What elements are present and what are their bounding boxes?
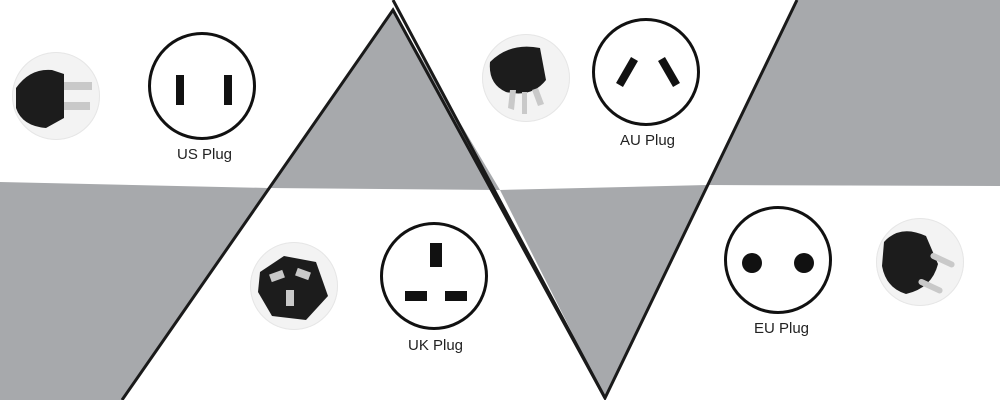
- grey-triangle-top-center: [268, 10, 500, 190]
- au-plug-photo-art: [489, 46, 546, 114]
- au-plug-photo: [482, 34, 570, 122]
- eu-plug-photo: [876, 218, 964, 306]
- eu-socket-icon: [724, 206, 832, 314]
- us-plug-photo-art: [16, 69, 92, 128]
- uk-plug-photo-art: [258, 256, 328, 320]
- divider-line-right: [391, 0, 799, 400]
- grey-band-middle: [500, 185, 707, 398]
- eu-plug-label: EU Plug: [754, 320, 810, 337]
- grey-band-left: [0, 182, 268, 400]
- divider-line-left: [120, 7, 607, 400]
- uk-plug-label: UK Plug: [408, 337, 464, 354]
- au-plug-label: AU Plug: [620, 132, 676, 149]
- eu-plug-photo-art: [882, 231, 955, 294]
- us-plug-photo: [12, 52, 100, 140]
- grey-band-top-right: [707, 0, 1000, 186]
- us-socket-icon: [148, 32, 256, 140]
- uk-socket-icon: [380, 222, 488, 330]
- au-socket-icon: [592, 18, 700, 126]
- us-plug-label: US Plug: [177, 146, 233, 163]
- uk-plug-photo: [250, 242, 338, 330]
